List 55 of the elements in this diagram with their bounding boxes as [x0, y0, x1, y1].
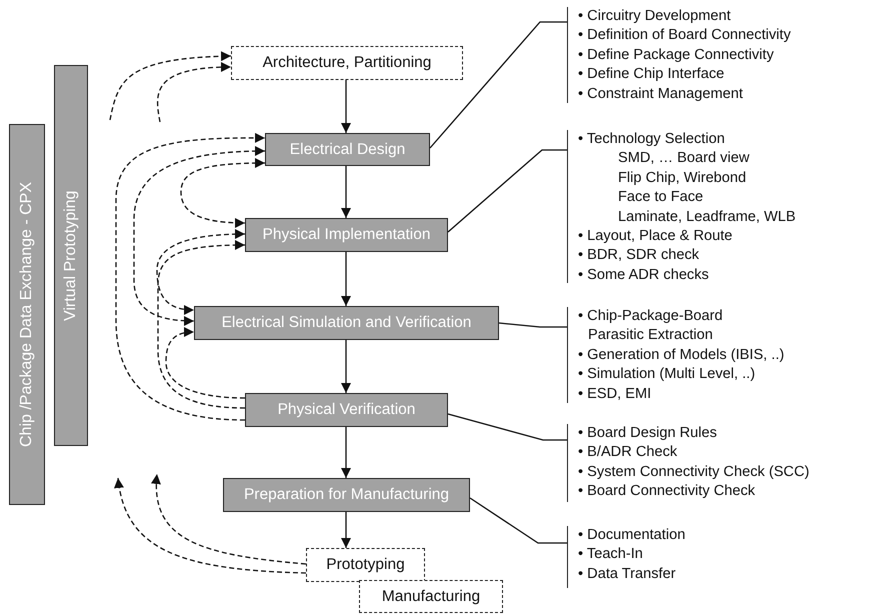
- arrow: [341, 427, 351, 478]
- list-item: • System Connectivity Check (SCC): [578, 462, 810, 482]
- dashed-arrow: [114, 478, 306, 574]
- leader-line: [448, 149, 567, 232]
- leader-line: [430, 21, 567, 148]
- dashed-arrow: [165, 327, 246, 399]
- dashed-arrow: [180, 158, 265, 228]
- process-box: Electrical Simulation and Verification: [194, 306, 499, 340]
- leader-line: [448, 413, 567, 441]
- list-item: • Generation of Models (IBIS, ..): [578, 346, 786, 365]
- dashed-arrow: [115, 132, 265, 421]
- list-item: • Layout, Place & Route: [578, 227, 734, 246]
- process-box: Prototyping: [306, 548, 425, 582]
- dashed-arrow: [156, 229, 246, 315]
- list-item: Flip Chip, Wirebond: [617, 168, 748, 188]
- process-box: Electrical Design: [265, 133, 430, 166]
- list-item: • Board Design Rules: [578, 424, 718, 443]
- dashed-arrow: [156, 62, 232, 122]
- list-item: • Simulation (Multi Level, ..): [578, 365, 756, 384]
- arrow: [341, 252, 351, 306]
- list-item: Laminate, Leadframe, WLB: [617, 208, 797, 227]
- list-item: • ESD, EMI: [578, 384, 652, 404]
- leader-line: [470, 497, 567, 544]
- process-box: Physical Implementation: [245, 218, 448, 252]
- list-item: Face to Face: [617, 188, 704, 208]
- list-item: • Chip-Package-Board Parasitic Extraction: [578, 307, 724, 346]
- process-box: Manufacturing: [359, 580, 503, 613]
- list-item: • Teach-In: [578, 545, 644, 564]
- process-box: Physical Verification: [245, 393, 448, 427]
- leader-line: [498, 322, 567, 328]
- list-item: • Define Package Connectivity: [578, 46, 775, 65]
- dashed-arrow: [133, 146, 266, 326]
- list-item: • Technology Selection: [578, 130, 726, 149]
- list-item: • Circuitry Development: [578, 7, 732, 26]
- vertical-bar: Virtual Prototyping: [54, 65, 88, 446]
- list-item: • B/ADR Check: [578, 443, 678, 462]
- list-item: • BDR, SDR check: [578, 246, 700, 266]
- dashed-arrow: [152, 474, 306, 565]
- process-box: Preparation for Manufacturing: [223, 478, 470, 512]
- arrow: [341, 80, 351, 133]
- list-item: • Data Transfer: [578, 564, 677, 584]
- list-item: • Define Chip Interface: [578, 65, 726, 84]
- dashed-arrow: [109, 51, 232, 120]
- list-item: • Board Connectivity Check: [578, 482, 756, 502]
- arrow: [341, 166, 351, 218]
- process-box: Architecture, Partitioning: [231, 46, 463, 80]
- arrow: [341, 512, 351, 548]
- dashed-arrow: [157, 240, 246, 409]
- vertical-bar: Chip /Package Data Exchange - CPX: [9, 124, 45, 505]
- list-item: • Definition of Board Connectivity: [578, 26, 792, 46]
- list-item: • Some ADR checks: [578, 266, 710, 285]
- arrow: [341, 340, 351, 393]
- list-item: • Constraint Management: [578, 84, 744, 104]
- list-item: SMD, … Board view: [617, 149, 750, 168]
- list-item: • Documentation: [578, 526, 686, 545]
